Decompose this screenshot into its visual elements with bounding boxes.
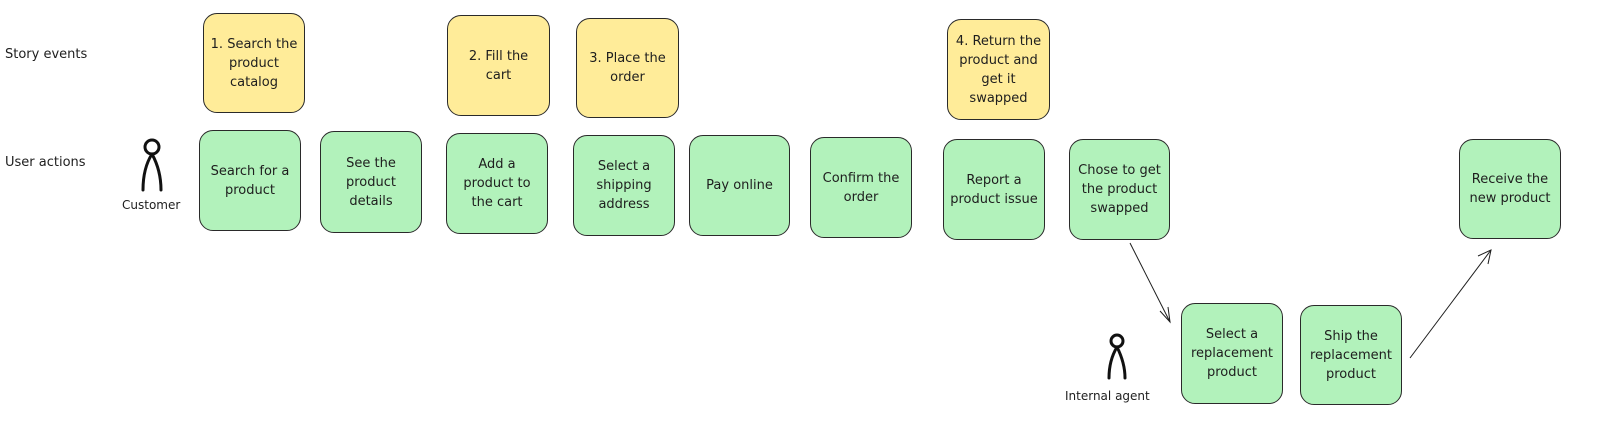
user-action-card[interactable]: Add a product to the cart bbox=[446, 133, 548, 234]
customer-stick-figure-icon bbox=[141, 138, 163, 192]
story-event-card[interactable]: 2. Fill the cart bbox=[447, 15, 550, 116]
arrow-to-agent bbox=[1129, 242, 1171, 324]
agent-stick-figure-icon bbox=[1107, 333, 1127, 380]
arrow-to-customer bbox=[1409, 249, 1492, 359]
user-action-card[interactable]: Search for a product bbox=[199, 130, 301, 231]
actor-label-internal-agent: Internal agent bbox=[1065, 389, 1150, 403]
user-action-card[interactable]: Chose to get the product swapped bbox=[1069, 139, 1170, 240]
user-action-card[interactable]: Report a product issue bbox=[943, 139, 1045, 240]
user-action-card[interactable]: Pay online bbox=[689, 135, 790, 236]
lane-label-story-events: Story events bbox=[5, 47, 88, 62]
user-action-card[interactable]: See the product details bbox=[320, 131, 422, 233]
story-event-card[interactable]: 4. Return the product and get it swapped bbox=[947, 19, 1050, 120]
agent-action-card[interactable]: Ship the replacement product bbox=[1300, 305, 1402, 405]
lane-label-user-actions: User actions bbox=[5, 155, 86, 170]
story-event-card[interactable]: 1. Search the product catalog bbox=[203, 13, 305, 113]
agent-action-card[interactable]: Select a replacement product bbox=[1181, 303, 1283, 404]
user-action-card[interactable]: Select a shipping address bbox=[573, 135, 675, 236]
actor-label-customer: Customer bbox=[122, 198, 181, 212]
story-event-card[interactable]: 3. Place the order bbox=[576, 18, 679, 118]
user-action-card[interactable]: Receive the new product bbox=[1459, 139, 1561, 239]
user-action-card[interactable]: Confirm the order bbox=[810, 137, 912, 238]
